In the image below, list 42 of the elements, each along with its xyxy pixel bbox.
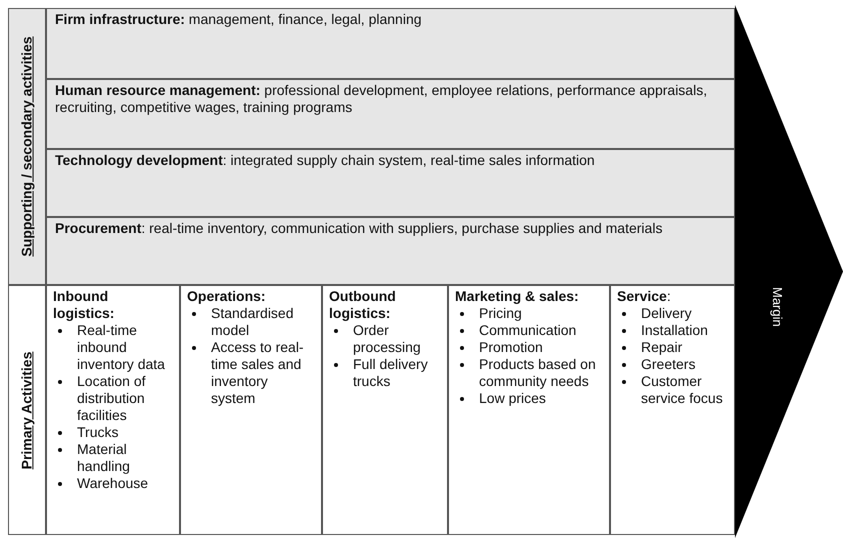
table-cell <box>46 285 180 535</box>
activity-heading: Inbound logistics: <box>53 288 116 322</box>
bullet-item: Real-time inbound inventory data <box>77 322 166 373</box>
table-cell <box>46 8 735 79</box>
activity-heading: Service: <box>617 288 672 305</box>
activity-description: Firm infrastructure: management, finance, legal, planning <box>55 11 423 28</box>
bullet-item: Material handling <box>77 441 131 475</box>
bullet-item: Location of distribution facilities <box>77 373 146 424</box>
table-cell <box>448 285 610 535</box>
bullet-item: Customer service focus <box>641 373 724 407</box>
category-cell <box>8 285 46 535</box>
bullet-item: Repair <box>641 339 682 356</box>
bullet-item: Delivery <box>641 305 692 322</box>
bullet-item: Pricing <box>479 305 522 322</box>
bullet-item: Access to real-time sales and inventory system <box>211 339 305 407</box>
table-cell <box>46 79 735 149</box>
activity-heading: Operations: <box>187 288 267 305</box>
bullet-item: Communication <box>479 322 576 339</box>
activity-heading: Marketing & sales: <box>455 288 580 305</box>
margin-label: Margin <box>770 287 785 328</box>
category-label: Primary Activities <box>18 351 36 469</box>
bullet-item: Trucks <box>77 424 118 441</box>
bullet-item: Products based on community needs <box>479 356 597 390</box>
bullet-item: Order processing <box>353 322 422 356</box>
bullet-item: Installation <box>641 322 708 339</box>
table-cell <box>180 285 322 535</box>
activity-description: Procurement: real-time inventory, communication with suppliers, purchase supplies and materials <box>55 220 664 237</box>
table-cell <box>46 149 735 217</box>
category-cell <box>8 8 46 285</box>
bullet-item: Standardised model <box>211 305 295 339</box>
activity-description: Technology development: integrated supply chain system, real-time sales information <box>55 152 596 169</box>
bullet-item: Warehouse <box>77 475 148 492</box>
table-cell <box>46 217 735 285</box>
bullet-item: Full delivery trucks <box>353 356 429 390</box>
bullet-item: Promotion <box>479 339 543 356</box>
bullet-item: Low prices <box>479 390 546 407</box>
table-cell <box>610 285 735 535</box>
table-cell <box>322 285 448 535</box>
bullet-item: Greeters <box>641 356 696 373</box>
activity-heading: Outbound logistics: <box>329 288 397 322</box>
category-label: Supporting / secondary activities <box>18 36 36 257</box>
activity-description: Human resource management: professional development, employee relations, performance appraisals, recruiting, competitive wages, training programs <box>55 82 708 116</box>
